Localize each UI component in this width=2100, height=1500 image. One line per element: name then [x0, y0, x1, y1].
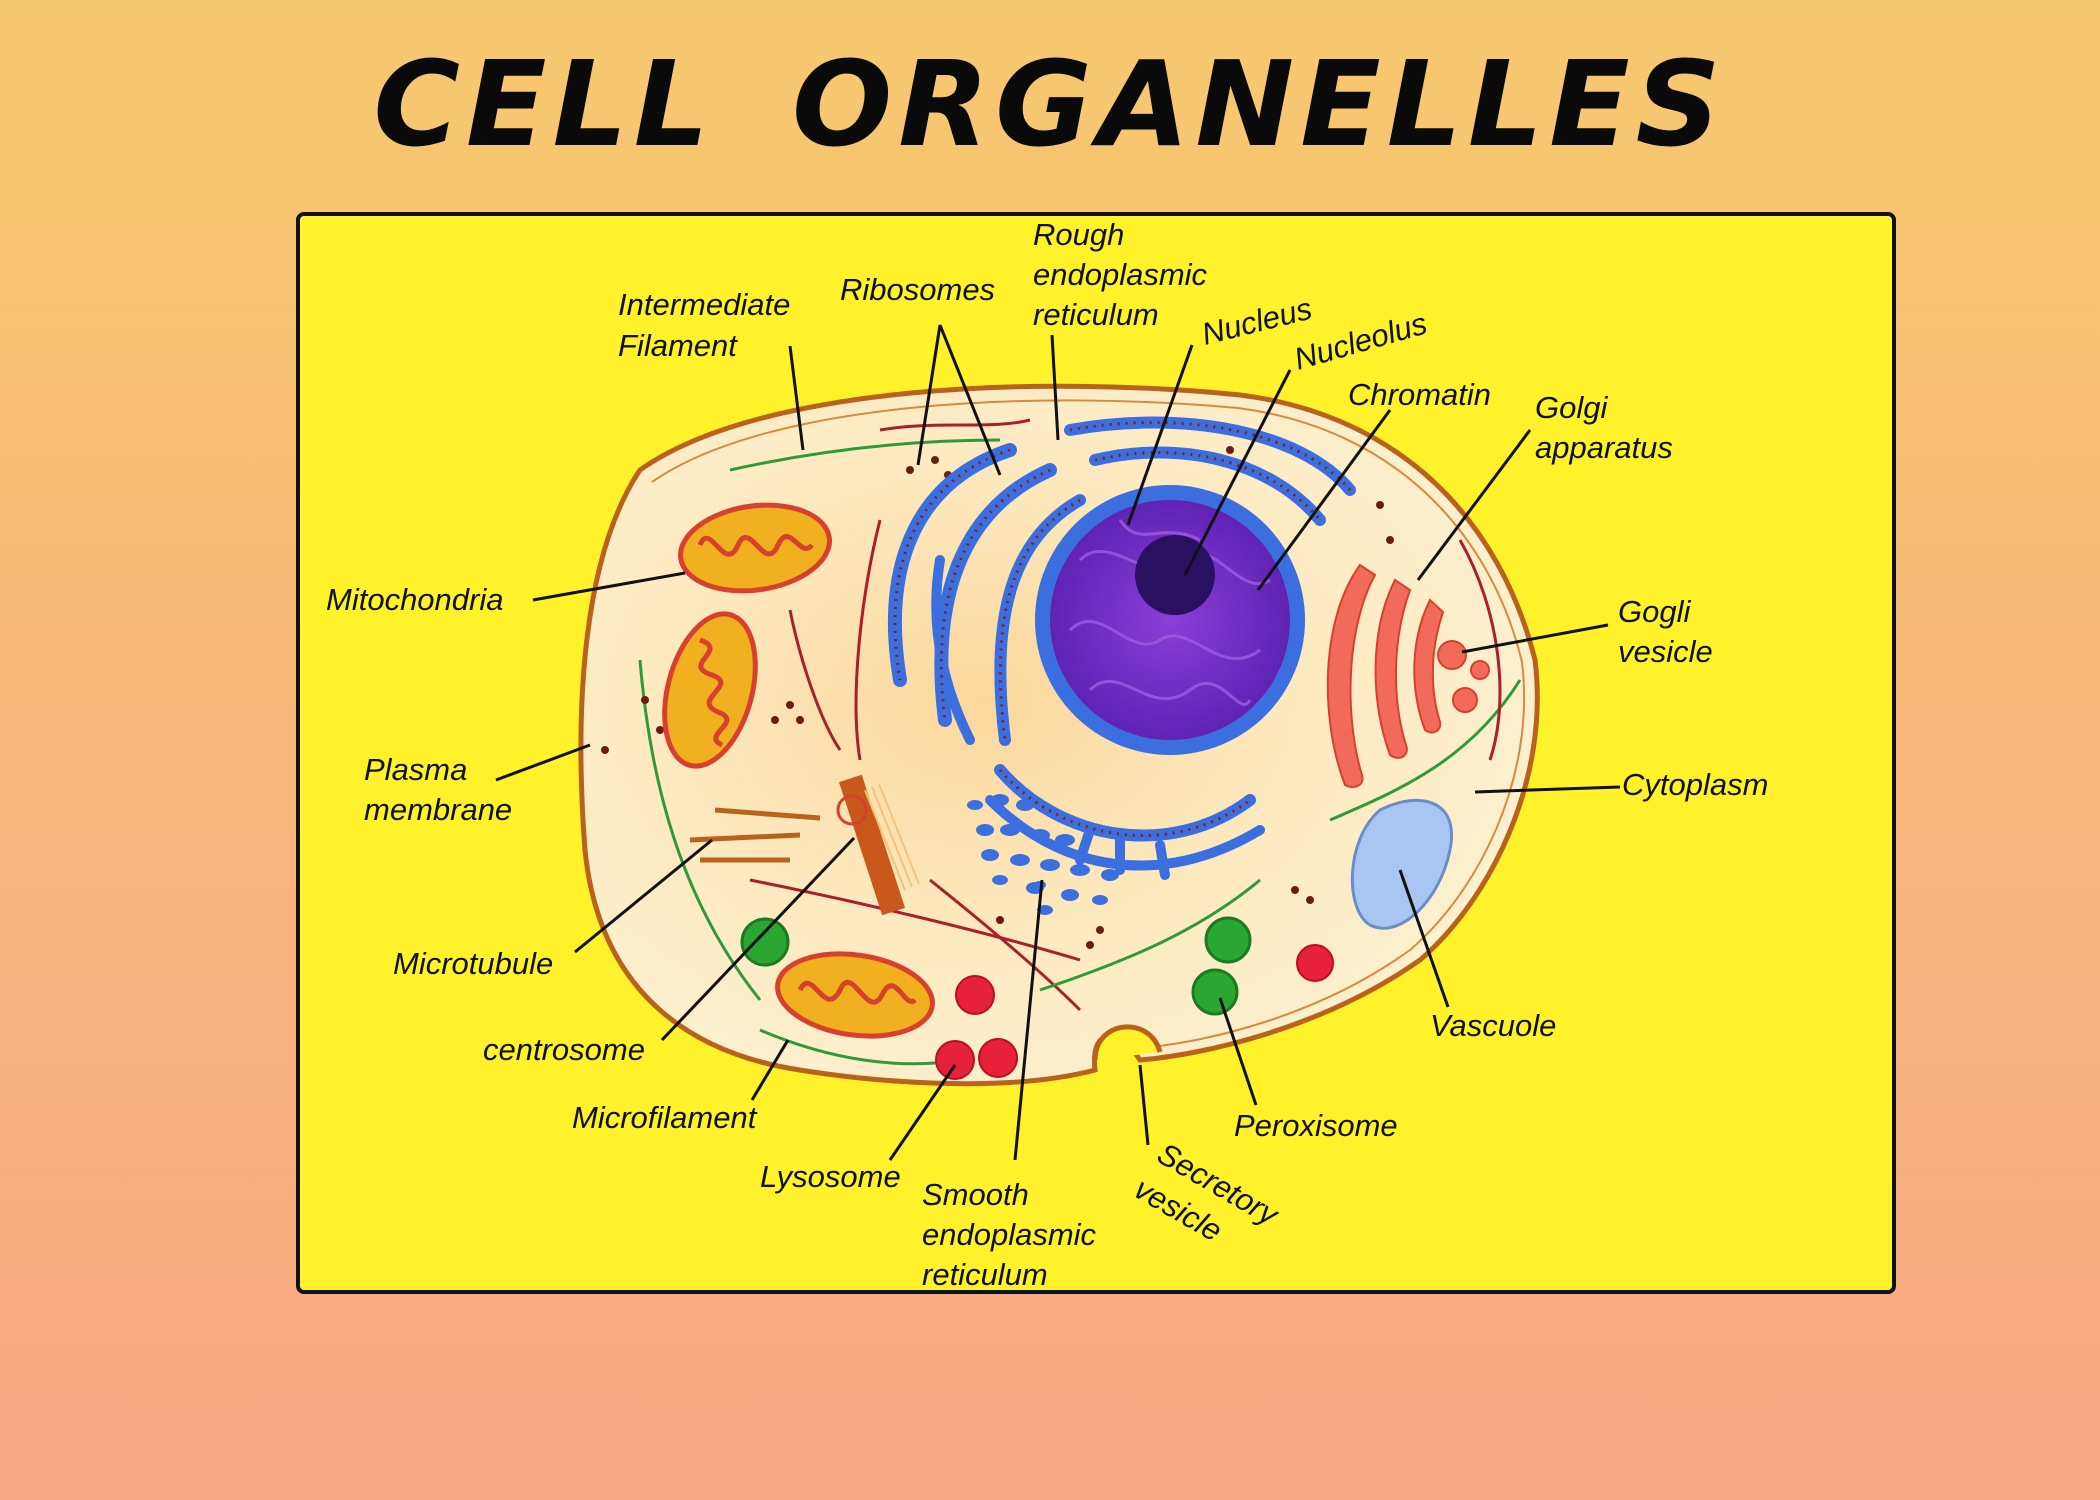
label-vascuole: Vascuole	[1430, 1008, 1556, 1043]
label-golgi-2: apparatus	[1535, 430, 1673, 465]
intermediate-filament	[729, 438, 1001, 472]
label-lysosome: Lysosome	[760, 1159, 901, 1194]
label-intermediate-filament: Intermediate	[618, 287, 790, 322]
rough-er-dots	[893, 421, 1352, 837]
rough-er	[887, 416, 1356, 880]
microtubule	[689, 807, 821, 863]
label-mitochondria: Mitochondria	[326, 582, 503, 617]
label-smooth-er-3: reticulum	[922, 1257, 1048, 1292]
label-cytoplasm: Cytoplasm	[1622, 767, 1768, 802]
page-title: CELL ORGANELLES	[373, 35, 1727, 173]
label-rough-er-3: reticulum	[1033, 297, 1159, 332]
label-smooth-er-2: endoplasmic	[922, 1217, 1097, 1252]
label-rough-er-2: endoplasmic	[1033, 257, 1208, 292]
peroxisome	[740, 916, 1252, 1016]
lysosome	[935, 944, 1334, 1080]
label-plasma-membrane-2: membrane	[364, 792, 512, 827]
vacuole	[1350, 798, 1453, 930]
golgi-apparatus	[1326, 563, 1445, 788]
nucleolus	[1135, 535, 1215, 615]
label-chromatin: Chromatin	[1348, 377, 1491, 412]
label-microtubule: Microtubule	[393, 946, 553, 981]
leader-lines	[495, 324, 1621, 1161]
label-intermediate-filament-2: Filament	[618, 328, 738, 363]
mitochondria	[662, 502, 935, 1039]
label-ribosomes: Ribosomes	[840, 272, 995, 307]
label-gogli-vesicle: Gogli	[1618, 594, 1691, 629]
centrosome	[836, 774, 920, 916]
label-smooth-er: Smooth	[922, 1177, 1029, 1212]
label-peroxisome: Peroxisome	[1234, 1108, 1398, 1143]
label-plasma-membrane: Plasma	[364, 752, 467, 787]
secretory-vesicle	[1092, 1024, 1163, 1061]
label-golgi: Golgi	[1535, 390, 1608, 425]
label-microfilament: Microfilament	[572, 1100, 758, 1135]
label-rough-er: Rough	[1033, 217, 1124, 252]
label-centrosome: centrosome	[483, 1032, 645, 1067]
gogli-vesicle	[1437, 640, 1467, 670]
label-gogli-vesicle-2: vesicle	[1618, 634, 1713, 669]
